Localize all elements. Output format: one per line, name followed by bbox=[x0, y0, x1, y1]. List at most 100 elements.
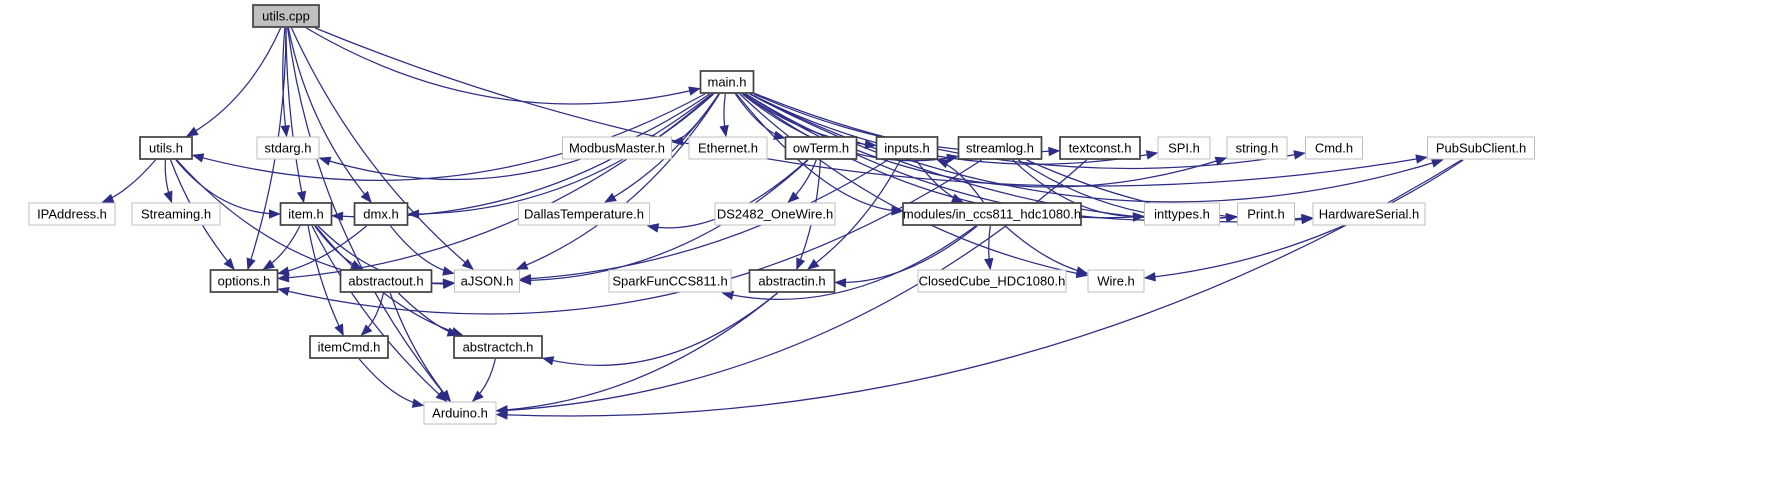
node-owterm_h[interactable]: owTerm.h bbox=[784, 136, 858, 160]
node-closedcube_h[interactable]: ClosedCube_HDC1080.h bbox=[917, 269, 1067, 293]
edge-in_ccs811_h-to-sparkfunccs811_h bbox=[722, 225, 977, 301]
edge-dmx_h-to-ajson_h bbox=[390, 225, 454, 274]
node-box-streamlog_h[interactable] bbox=[957, 136, 1043, 160]
node-box-abstractch_h[interactable] bbox=[453, 335, 543, 359]
node-box-hardwareserial_h[interactable] bbox=[1312, 202, 1426, 226]
edge-arrowhead bbox=[246, 257, 256, 271]
node-pubsubclient_h[interactable]: PubSubClient.h bbox=[1427, 136, 1535, 160]
node-box-utils_h[interactable] bbox=[139, 136, 193, 160]
edge-arrowhead bbox=[688, 86, 701, 96]
node-box-pubsubclient_h[interactable] bbox=[1427, 136, 1535, 160]
node-item_h[interactable]: item.h bbox=[279, 202, 333, 226]
node-print_h[interactable]: Print.h bbox=[1237, 202, 1295, 226]
edge-inputs_h-to-ajson_h bbox=[520, 159, 889, 280]
edge-arrowhead bbox=[471, 390, 484, 402]
edge-arrowhead bbox=[519, 273, 532, 284]
node-hardwareserial_h[interactable]: HardwareSerial.h bbox=[1312, 202, 1426, 226]
node-abstractch_h[interactable]: abstractch.h bbox=[453, 335, 543, 359]
node-options_h[interactable]: options.h bbox=[209, 269, 279, 293]
edge-main_h-to-ajson_h bbox=[516, 93, 720, 270]
node-itemcmd_h[interactable]: itemCmd.h bbox=[309, 335, 389, 359]
node-box-abstractout_h[interactable] bbox=[339, 269, 433, 293]
edge-main_h-to-cmd_h bbox=[754, 92, 1305, 170]
node-box-stdarg_h[interactable] bbox=[256, 136, 320, 160]
edge-arrowhead bbox=[223, 257, 235, 271]
edge-in_ccs811_h-to-abstractin_h bbox=[835, 225, 978, 284]
node-box-inputs_h[interactable] bbox=[875, 136, 939, 160]
node-arduino_h[interactable]: Arduino.h bbox=[423, 401, 497, 425]
edge-arrowhead bbox=[495, 410, 508, 420]
node-box-closedcube_h[interactable] bbox=[917, 269, 1067, 293]
edge-arrowhead bbox=[1048, 146, 1061, 157]
node-box-textconst_h[interactable] bbox=[1059, 136, 1141, 160]
node-box-dmx_h[interactable] bbox=[353, 202, 409, 226]
node-ajson_h[interactable]: aJSON.h bbox=[454, 269, 520, 293]
node-box-options_h[interactable] bbox=[209, 269, 279, 293]
edge-arrowhead bbox=[604, 192, 617, 203]
node-textconst_h[interactable]: textconst.h bbox=[1059, 136, 1141, 160]
node-box-item_h[interactable] bbox=[279, 202, 333, 226]
node-modbusmaster_h[interactable]: ModbusMaster.h bbox=[562, 136, 672, 160]
node-stdarg_h[interactable]: stdarg.h bbox=[256, 136, 320, 160]
node-ds2482_h[interactable]: DS2482_OneWire.h bbox=[714, 202, 836, 226]
node-streaming_h[interactable]: Streaming.h bbox=[131, 202, 221, 226]
node-box-main_h[interactable] bbox=[699, 70, 755, 94]
node-box-streaming_h[interactable] bbox=[131, 202, 221, 226]
edge-main_h-to-inttypes_h bbox=[743, 93, 1144, 219]
node-box-wire_h[interactable] bbox=[1087, 269, 1145, 293]
node-utils_cpp[interactable]: utils.cpp bbox=[252, 4, 320, 28]
edge-item_h-to-arduino_h bbox=[311, 225, 447, 402]
node-box-cmd_h[interactable] bbox=[1305, 136, 1363, 160]
edge-arrowhead bbox=[442, 279, 455, 290]
node-in_ccs811_h[interactable]: modules/in_ccs811_hdc1080.h bbox=[902, 202, 1082, 226]
node-main_h[interactable]: main.h bbox=[699, 70, 755, 94]
edge-arrowhead bbox=[277, 286, 290, 297]
node-box-owterm_h[interactable] bbox=[784, 136, 858, 160]
node-string_h[interactable]: string.h bbox=[1226, 136, 1288, 160]
node-ethernet_h[interactable]: Ethernet.h bbox=[688, 136, 768, 160]
edge-arrowhead bbox=[411, 398, 425, 408]
edge-arrowhead bbox=[280, 125, 290, 138]
edge-main_h-to-utils_h bbox=[192, 93, 706, 181]
node-box-ethernet_h[interactable] bbox=[688, 136, 768, 160]
node-dmx_h[interactable]: dmx.h bbox=[353, 202, 409, 226]
node-box-string_h[interactable] bbox=[1226, 136, 1288, 160]
edge-main_h-to-spi_h bbox=[750, 93, 1158, 165]
edge-arrowhead bbox=[1430, 158, 1444, 168]
node-utils_h[interactable]: utils.h bbox=[139, 136, 193, 160]
node-box-abstractin_h[interactable] bbox=[748, 269, 836, 293]
node-box-inttypes_h[interactable] bbox=[1144, 202, 1220, 226]
node-box-sparkfunccs811_h[interactable] bbox=[608, 269, 732, 293]
node-box-spi_h[interactable] bbox=[1157, 136, 1211, 160]
edge-arrowhead bbox=[1143, 272, 1156, 282]
node-box-ajson_h[interactable] bbox=[454, 269, 520, 293]
node-streamlog_h[interactable]: streamlog.h bbox=[957, 136, 1043, 160]
node-box-arduino_h[interactable] bbox=[423, 401, 497, 425]
edge-owterm_h-to-ajson_h bbox=[520, 159, 809, 282]
edge-arrowhead bbox=[277, 273, 290, 283]
edge-arrowhead bbox=[439, 389, 452, 403]
edge-arrowhead bbox=[807, 258, 820, 270]
edge-arrowhead bbox=[936, 159, 950, 169]
node-abstractin_h[interactable]: abstractin.h bbox=[748, 269, 836, 293]
node-box-dallastemp_h[interactable] bbox=[518, 202, 650, 226]
edge-arrowhead bbox=[407, 209, 420, 219]
node-inttypes_h[interactable]: inttypes.h bbox=[1144, 202, 1220, 226]
node-spi_h[interactable]: SPI.h bbox=[1157, 136, 1211, 160]
node-box-print_h[interactable] bbox=[1237, 202, 1295, 226]
edge-itemcmd_h-to-arduino_h bbox=[358, 358, 424, 406]
node-box-ds2482_h[interactable] bbox=[714, 202, 836, 226]
node-box-in_ccs811_h[interactable] bbox=[902, 202, 1082, 226]
node-box-itemcmd_h[interactable] bbox=[309, 335, 389, 359]
node-inputs_h[interactable]: inputs.h bbox=[875, 136, 939, 160]
node-box-ipaddress_h[interactable] bbox=[28, 202, 116, 226]
node-cmd_h[interactable]: Cmd.h bbox=[1305, 136, 1363, 160]
node-ipaddress_h[interactable]: IPAddress.h bbox=[28, 202, 116, 226]
node-wire_h[interactable]: Wire.h bbox=[1087, 269, 1145, 293]
node-abstractout_h[interactable]: abstractout.h bbox=[339, 269, 433, 293]
edge-arrowhead bbox=[1301, 213, 1314, 224]
node-dallastemp_h[interactable]: DallasTemperature.h bbox=[518, 202, 650, 226]
node-box-modbusmaster_h[interactable] bbox=[562, 136, 672, 160]
node-sparkfunccs811_h[interactable]: SparkFunCCS811.h bbox=[608, 269, 732, 293]
node-box-utils_cpp[interactable] bbox=[252, 4, 320, 28]
